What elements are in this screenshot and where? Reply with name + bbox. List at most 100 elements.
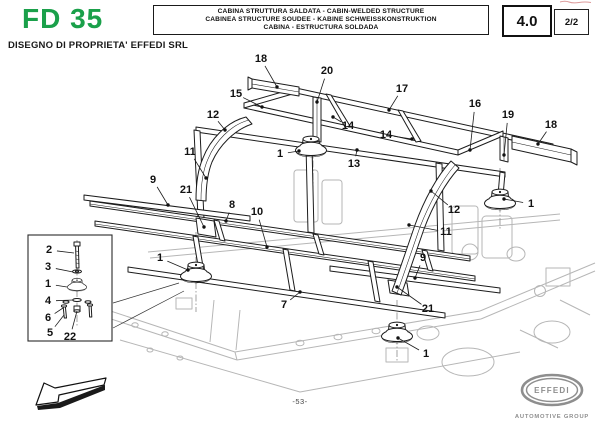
logo-wordmark: EFFEDI xyxy=(534,386,570,395)
callout-leader-12 xyxy=(430,190,449,206)
title-line-3: CABINA - ESTRUCTURA SOLDADA xyxy=(263,24,379,31)
callout-leader-3 xyxy=(55,268,74,273)
callout-number-9: 9 xyxy=(150,174,156,186)
callout-number-11: 11 xyxy=(184,146,196,158)
callout-number-22: 22 xyxy=(64,331,76,343)
callout-leader-22 xyxy=(71,310,78,330)
rubber-mount xyxy=(180,261,212,284)
callout-number-2: 2 xyxy=(46,244,52,256)
callout-leader-11 xyxy=(193,158,207,179)
callout-number-8: 8 xyxy=(229,199,235,211)
callout-number-18: 18 xyxy=(545,119,557,131)
callout-dot-8 xyxy=(224,219,228,223)
callout-number-12: 12 xyxy=(207,109,219,121)
callout-leader-21 xyxy=(396,286,422,305)
callout-leader-15 xyxy=(242,97,263,108)
callout-dot-15 xyxy=(260,105,264,109)
callout-number-10: 10 xyxy=(251,206,263,218)
sheet-index-box: 2/2 xyxy=(554,9,589,35)
callout-leader-21 xyxy=(189,197,205,228)
title-box: CABINA STRUTTURA SALDATA - CABIN-WELDED … xyxy=(153,5,489,35)
callout-number-3: 3 xyxy=(45,261,51,273)
callout-number-1: 1 xyxy=(45,278,51,290)
callout-dot-7 xyxy=(298,290,302,294)
callout-dot-21 xyxy=(202,225,206,229)
rubber-mount xyxy=(381,321,413,344)
callout-leader-5 xyxy=(54,314,65,327)
floor-frame xyxy=(83,126,506,319)
callout-dot-1 xyxy=(502,197,506,201)
callout-number-17: 17 xyxy=(396,83,408,95)
callout-leader-2 xyxy=(56,250,75,254)
callout-leader-16 xyxy=(469,111,475,151)
callout-dot-18 xyxy=(275,85,279,89)
callout-leader-19 xyxy=(503,122,508,156)
callout-dot-1 xyxy=(186,268,190,272)
nav-arrow-icon xyxy=(35,377,107,410)
callout-leader-1 xyxy=(287,150,300,154)
callout-leader-17 xyxy=(388,95,399,111)
callout-leader-18 xyxy=(537,131,547,145)
property-notice: DISEGNO DI PROPRIETA' EFFEDI SRL xyxy=(8,40,189,51)
callout-number-1: 1 xyxy=(277,148,283,160)
callout-dot-18 xyxy=(536,142,540,146)
callout-leader-11 xyxy=(408,224,439,231)
callout-leader-7 xyxy=(289,291,301,301)
callout-leader-1 xyxy=(503,198,524,203)
callout-number-4: 4 xyxy=(45,295,52,307)
mount-detail-box xyxy=(27,234,113,342)
callout-leader-14 xyxy=(393,135,413,140)
callout-dot-16 xyxy=(468,148,472,152)
callout-number-14: 14 xyxy=(342,120,355,132)
callout-dot-9 xyxy=(413,276,417,280)
roof-frame xyxy=(243,76,578,166)
callout-number-13: 13 xyxy=(348,158,360,170)
callout-leader-10 xyxy=(258,219,268,248)
callout-leader-1 xyxy=(397,337,420,351)
callout-number-18: 18 xyxy=(255,53,267,65)
callout-leader-1 xyxy=(167,260,189,271)
logo-subtext: AUTOMOTIVE GROUP xyxy=(515,414,589,420)
callout-dot-17 xyxy=(387,108,391,112)
model-title: FD 35 xyxy=(22,3,104,34)
callout-number-19: 19 xyxy=(502,109,514,121)
cabin-pillars xyxy=(195,116,460,296)
callout-number-5: 5 xyxy=(47,327,53,339)
rubber-mount xyxy=(295,135,327,158)
rubber-mount xyxy=(484,188,516,211)
callout-number-9: 9 xyxy=(420,252,426,264)
callout-leader-4 xyxy=(55,299,74,302)
callout-leader-9 xyxy=(156,186,169,206)
callout-dot-13 xyxy=(355,148,359,152)
callout-number-21: 21 xyxy=(180,184,192,196)
callout-leader-18 xyxy=(264,65,278,88)
callout-leader-12 xyxy=(217,120,226,131)
callout-number-20: 20 xyxy=(321,65,333,77)
effedi-logo: EFFEDI AUTOMOTIVE GROUP xyxy=(515,373,589,420)
section-number-box: 4.0 xyxy=(502,5,552,37)
callout-dot-1 xyxy=(396,336,400,340)
callout-dot-12 xyxy=(429,189,433,193)
title-line-2: CABINEA STRUCTURE SOUDEE - KABINE SCHWEI… xyxy=(205,16,437,23)
callout-dot-20 xyxy=(315,100,319,104)
callout-leader-1 xyxy=(55,284,68,288)
callout-dot-10 xyxy=(265,245,269,249)
callout-leader-6 xyxy=(54,307,64,314)
callout-number-11: 11 xyxy=(440,226,452,238)
callout-dot-12 xyxy=(223,128,227,132)
callout-dot-14 xyxy=(410,137,414,141)
callout-number-21: 21 xyxy=(422,303,434,315)
callout-number-15: 15 xyxy=(230,88,242,100)
callout-leader-9 xyxy=(414,265,421,279)
callout-number-1: 1 xyxy=(157,252,163,264)
callout-dot-14 xyxy=(331,115,335,119)
callout-number-12: 12 xyxy=(448,204,460,216)
title-line-1: CABINA STRUTTURA SALDATA - CABIN-WELDED … xyxy=(217,8,425,15)
callout-number-14: 14 xyxy=(380,129,393,141)
scan-artifact xyxy=(559,0,592,4)
callout-number-7: 7 xyxy=(281,299,287,311)
page-number: -53- xyxy=(292,397,308,406)
callout-number-1: 1 xyxy=(423,348,429,360)
